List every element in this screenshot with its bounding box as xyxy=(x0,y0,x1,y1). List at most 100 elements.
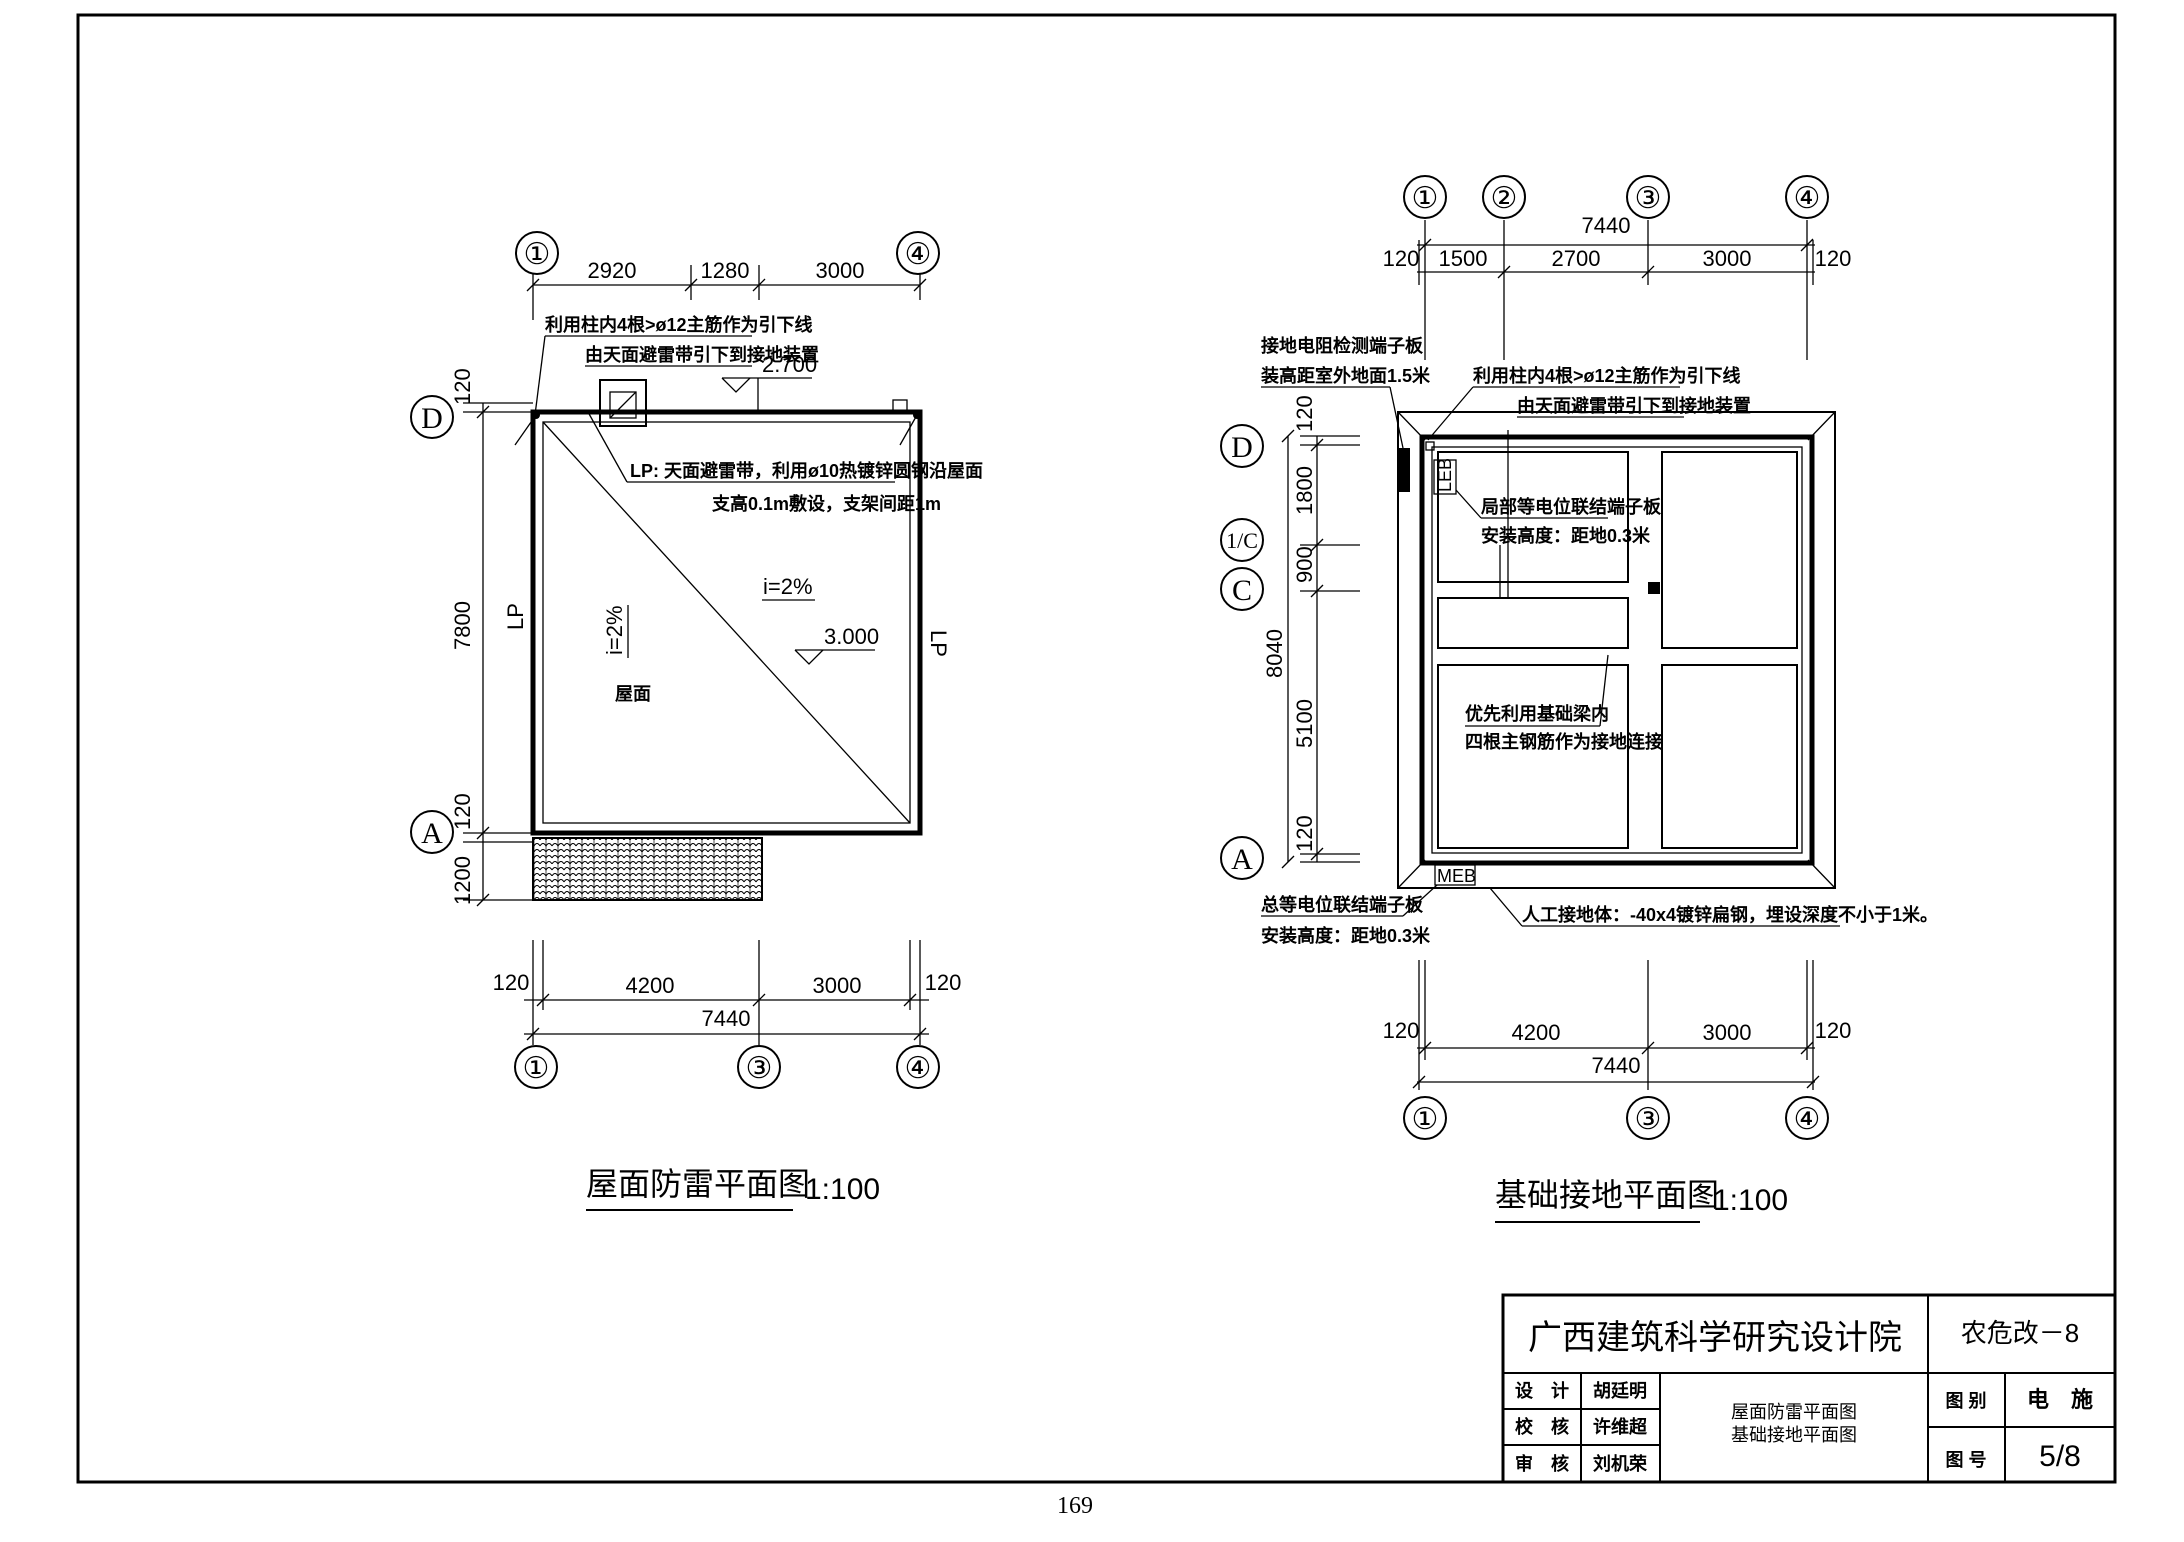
ground-plan-title: 基础接地平面图 xyxy=(1495,1177,1719,1213)
ground-top-dim-2: 1500 xyxy=(1439,246,1488,271)
roof-axis-1-bottom xyxy=(514,1045,558,1089)
ground-axis-1-bottom-label: ① xyxy=(1412,1103,1439,1136)
ground-axis-A-label: A xyxy=(1231,843,1253,876)
ground-top-total: 7440 xyxy=(1582,213,1631,238)
ground-test-box xyxy=(1398,448,1410,492)
ground-axis-4-top xyxy=(1785,175,1829,219)
ground-axis-C xyxy=(1220,567,1264,611)
ground-axis-4-bottom xyxy=(1785,1096,1829,1140)
roof-left-dim-4: 1200 xyxy=(450,856,475,905)
ground-axis-1-top xyxy=(1403,175,1447,219)
roof-axis-3-bottom xyxy=(737,1045,781,1089)
title-role-design: 设 计 xyxy=(1515,1380,1569,1401)
ground-axis-2-top-label: ② xyxy=(1491,182,1518,215)
title-role-review: 审 核 xyxy=(1515,1453,1569,1474)
ground-note-downlead-2: 由天面避雷带引下到接地装置 xyxy=(1517,395,1751,416)
roof-slope-1: i=2% xyxy=(763,574,813,599)
ground-meb-box xyxy=(1434,864,1476,886)
title-category-label: 图 别 xyxy=(1945,1391,1986,1411)
roof-outline-inner xyxy=(542,421,911,824)
ground-earthing-ring xyxy=(1419,434,1815,866)
ground-axis-2-top xyxy=(1482,175,1526,219)
ground-axis-1C xyxy=(1220,518,1264,562)
ground-note-leb-2: 安装高度：距地0.3米 xyxy=(1481,525,1651,546)
ground-left-dim-2: 1800 xyxy=(1292,466,1317,515)
ground-axis-3-top xyxy=(1626,175,1670,219)
title-block: 广西建筑科学研究设计院 农危改－8 设 计 胡廷明 校 核 许维超 审 核 刘机… xyxy=(1501,1293,2117,1484)
roof-bottom-dim-1: 120 xyxy=(493,970,530,995)
roof-axis-4-bottom-label: ④ xyxy=(905,1052,932,1085)
ground-note-artificial: 人工接地体：-40x4镀锌扁钢，埋设深度不小于1米。 xyxy=(1522,904,1938,925)
title-name-check: 许维超 xyxy=(1593,1416,1648,1437)
title-drawing-name-2: 基础接地平面图 xyxy=(1731,1425,1857,1445)
title-category-value: 电 施 xyxy=(2027,1387,2093,1412)
page-number: 169 xyxy=(1057,1493,1093,1519)
ground-left-dim-1: 120 xyxy=(1292,395,1317,432)
sheet-frame xyxy=(76,13,2117,1484)
ground-axis-C-label: C xyxy=(1232,574,1252,607)
roof-note-lp-2: 支高0.1m敷设，支架间距1m xyxy=(711,493,941,514)
roof-bottom-dim-2: 4200 xyxy=(626,973,675,998)
ground-note-test-1: 接地电阻检测端子板 xyxy=(1261,335,1424,356)
roof-axis-D xyxy=(410,395,454,439)
roof-axis-A-label: A xyxy=(421,817,443,850)
roof-note-lp-1: LP: 天面避雷带，利用ø10热镀锌圆钢沿屋面 xyxy=(630,460,983,481)
ground-bottom-dim-2: 4200 xyxy=(1512,1020,1561,1045)
roof-plan-title: 屋面防雷平面图 xyxy=(586,1166,810,1202)
ground-footing-outer xyxy=(1397,411,1836,889)
roof-bottom-dim-3: 3000 xyxy=(813,973,862,998)
roof-left-dim-3: 120 xyxy=(450,793,475,830)
ground-axis-A xyxy=(1220,836,1264,880)
ground-plan: ① ② ③ ④ 7440 120 1500 2700 3000 120 xyxy=(1220,175,1938,1223)
roof-note-downlead-1: 利用柱内4根>ø12主筋作为引下线 xyxy=(545,314,813,335)
roof-lp-left: LP xyxy=(503,603,528,630)
ground-top-dim-5: 120 xyxy=(1815,246,1852,271)
ground-note-found-1: 优先利用基础梁内 xyxy=(1465,703,1609,724)
roof-vent-outer xyxy=(599,379,647,427)
roof-bottom-total: 7440 xyxy=(702,1006,751,1031)
roof-canopy-tiles xyxy=(532,837,763,901)
ground-plan-scale: 1:100 xyxy=(1713,1184,1788,1217)
ground-meb-label: MEB xyxy=(1437,866,1476,886)
roof-axis-4-top xyxy=(896,231,940,275)
ground-axis-4-bottom-label: ④ xyxy=(1794,1103,1821,1136)
ground-bottom-dim-1: 120 xyxy=(1383,1018,1420,1043)
ground-note-test-2: 装高距室外地面1.5米 xyxy=(1261,365,1431,386)
ground-axis-1C-label: 1/C xyxy=(1226,528,1258,553)
roof-axis-4-top-label: ④ xyxy=(905,238,932,271)
ground-left-dim-3: 900 xyxy=(1292,546,1317,583)
roof-top-dim-2: 1280 xyxy=(701,258,750,283)
title-drawing-name-1: 屋面防雷平面图 xyxy=(1731,1402,1857,1422)
ground-axis-3-top-label: ③ xyxy=(1635,182,1662,215)
ground-left-total: 8040 xyxy=(1262,629,1287,678)
ground-axis-3-bottom xyxy=(1626,1096,1670,1140)
roof-plan: 2920 1280 3000 ① ④ 利用柱内4根>ø12主筋作为引下线 由天面… xyxy=(410,231,983,1211)
ground-axis-1-top-label: ① xyxy=(1412,182,1439,215)
roof-axis-1-top xyxy=(515,231,559,275)
title-name-design: 胡廷明 xyxy=(1593,1380,1647,1401)
roof-top-dim-3: 3000 xyxy=(816,258,865,283)
roof-lp-right: LP xyxy=(926,630,951,657)
roof-axis-1-top-label: ① xyxy=(524,238,551,271)
roof-axis-4-bottom xyxy=(896,1045,940,1089)
title-role-check: 校 核 xyxy=(1515,1416,1569,1437)
roof-outline-outer xyxy=(530,409,923,836)
title-institute: 广西建筑科学研究设计院 xyxy=(1528,1319,1902,1357)
roof-bottom-dim-4: 120 xyxy=(925,970,962,995)
ground-leb-box xyxy=(1433,459,1457,495)
roof-plan-scale: 1:100 xyxy=(805,1173,880,1206)
ground-bottom-total: 7440 xyxy=(1592,1053,1641,1078)
roof-elev-1: 2.700 xyxy=(762,352,817,377)
ground-leb-label: LEB xyxy=(1435,458,1455,492)
ground-left-dim-4: 5100 xyxy=(1292,699,1317,748)
roof-slope-2: i=2% xyxy=(602,605,627,655)
roof-left-dim-2: 7800 xyxy=(450,601,475,650)
roof-elev-2: 3.000 xyxy=(824,624,879,649)
roof-axis-1-bottom-label: ① xyxy=(523,1052,550,1085)
ground-axis-D-label: D xyxy=(1231,431,1253,464)
ground-axis-1-bottom xyxy=(1403,1096,1447,1140)
roof-note-downlead-2: 由天面避雷带引下到接地装置 xyxy=(585,344,819,365)
ground-note-meb-2: 安装高度：距地0.3米 xyxy=(1261,925,1431,946)
ground-axis-4-top-label: ④ xyxy=(1794,182,1821,215)
